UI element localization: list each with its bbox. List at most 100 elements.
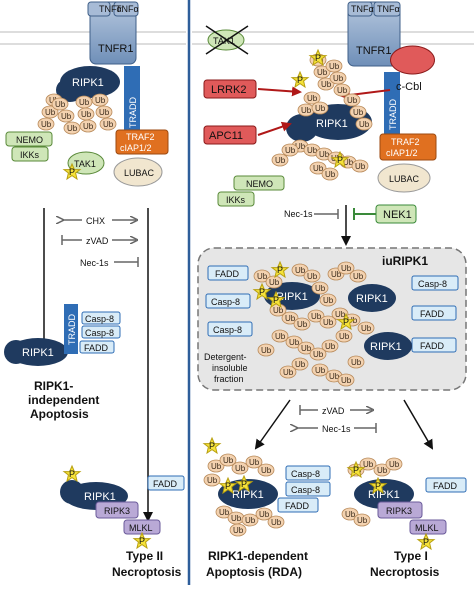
svg-text:Ub: Ub <box>295 266 306 275</box>
svg-text:Ub: Ub <box>271 518 282 527</box>
nemo-label: NEMO <box>246 179 273 189</box>
zvad-treatment-right: zVAD <box>299 405 372 416</box>
svg-text:Ub: Ub <box>231 514 242 523</box>
svg-text:P: P <box>69 167 75 177</box>
svg-text:P: P <box>423 537 429 547</box>
svg-text:Ub: Ub <box>211 462 222 471</box>
ubiquitin-bead: Ub <box>77 107 95 121</box>
ubiquitin-bead: Ub <box>37 117 55 131</box>
ubiquitin-bead: Ub <box>257 463 275 477</box>
chx-label: CHX <box>86 216 105 226</box>
ubiquitin-bead: Ub <box>99 117 117 131</box>
casp8-label: Casp-8 <box>85 314 114 324</box>
svg-text:Ub: Ub <box>79 98 90 107</box>
traf2-label: TRAF2 <box>126 132 155 142</box>
ubiquitin-bead: Ub <box>219 453 237 467</box>
ubiquitin-bead: Ub <box>319 315 337 329</box>
casp8-label: Casp-8 <box>211 297 240 307</box>
outcome-rda-1: RIPK1-dependent <box>208 549 308 563</box>
svg-text:Ub: Ub <box>351 358 362 367</box>
svg-text:P: P <box>69 469 75 479</box>
lubac-blob-right <box>377 163 431 193</box>
svg-text:Ub: Ub <box>219 508 230 517</box>
ubiquitin-bead: Ub <box>245 455 263 469</box>
svg-text:Ub: Ub <box>319 150 330 159</box>
ubiquitin-bead: Ub <box>271 153 289 167</box>
svg-text:Ub: Ub <box>275 156 286 165</box>
ubiquitin-bead: Ub <box>319 293 337 307</box>
svg-text:P: P <box>315 53 321 63</box>
ubiquitin-bead: Ub <box>229 523 247 537</box>
arrow-to-rda <box>254 399 291 450</box>
ccbl-blob <box>390 45 435 75</box>
svg-text:Ub: Ub <box>301 106 312 115</box>
ubiquitin-bead: Ub <box>227 511 245 525</box>
svg-text:P: P <box>273 295 279 305</box>
svg-text:Ub: Ub <box>325 342 336 351</box>
svg-text:Ub: Ub <box>347 96 358 105</box>
ubiquitin-bead: Ub <box>311 101 329 115</box>
casp8-label: Casp-8 <box>85 328 114 338</box>
phospho-star: P <box>308 48 328 67</box>
ubiquitin-bead: Ub <box>293 317 311 331</box>
svg-text:Ub: Ub <box>245 516 256 525</box>
svg-text:Ub: Ub <box>315 366 326 375</box>
apc11-box <box>203 125 257 145</box>
ciap-label: cIAP1/2 <box>386 148 418 158</box>
svg-text:Ub: Ub <box>331 270 342 279</box>
svg-text:P: P <box>297 75 303 85</box>
svg-text:Ub: Ub <box>285 146 296 155</box>
outcome-left-necroptosis-1: Type II <box>126 549 163 563</box>
necroptosis-complex-left: RIPK1 FADD RIPK3 MLKL P P <box>60 464 185 550</box>
svg-text:Ub: Ub <box>207 476 218 485</box>
ubiquitin-bead: Ub <box>257 343 275 357</box>
tnf-alpha-label: TNFα <box>377 4 400 14</box>
casp8-label: Casp-8 <box>213 325 242 335</box>
casp8-label: Casp-8 <box>418 279 447 289</box>
svg-text:P: P <box>343 317 349 327</box>
outcome-left-apoptosis-2: independent <box>28 393 99 407</box>
ubiquitin-bead: Ub <box>373 463 391 477</box>
ubiquitin-bead: Ub <box>351 159 369 173</box>
tnfr1-receptor-left: TNFα TNFα TNFR1 <box>87 1 139 65</box>
svg-text:Ub: Ub <box>261 346 272 355</box>
ubiquitin-bead: Ub <box>311 363 329 377</box>
svg-text:Ub: Ub <box>307 272 318 281</box>
nec1s-treatment-left: Nec-1s <box>80 257 139 268</box>
casp8-label: Casp-8 <box>291 485 320 495</box>
svg-text:Ub: Ub <box>337 86 348 95</box>
svg-text:Ub: Ub <box>295 360 306 369</box>
phospho-star: P <box>202 436 222 455</box>
ripk3-label: RIPK3 <box>386 506 412 516</box>
svg-text:Ub: Ub <box>325 170 336 179</box>
ubiquitin-bead: Ub <box>309 347 327 361</box>
tnf-alpha-label: TNFα <box>116 4 139 14</box>
nemo-box-right <box>233 175 285 191</box>
ubiquitin-bead: Ub <box>279 365 297 379</box>
nek1-inhibition: NEK1 <box>353 204 417 224</box>
ubiquitin-bead: Ub <box>311 281 329 295</box>
ubiquitin-bead: Ub <box>321 339 339 353</box>
ubiquitin-bead: Ub <box>357 321 375 335</box>
ubiquitin-bead: Ub <box>335 329 353 343</box>
svg-text:Ub: Ub <box>261 466 272 475</box>
ubiquitin-bead: Ub <box>303 269 321 283</box>
tradd-label: TRADD <box>388 99 398 130</box>
ubiquitin-bead: Ub <box>313 65 331 79</box>
outcome-left-necroptosis-2: Necroptosis <box>112 565 182 579</box>
fadd-label: FADD <box>215 269 240 279</box>
svg-text:Ub: Ub <box>341 264 352 273</box>
svg-text:Ub: Ub <box>55 100 66 109</box>
svg-text:P: P <box>241 479 247 489</box>
traf2-ciap-box-left <box>115 129 169 155</box>
tnfr1-label: TNFR1 <box>356 45 391 57</box>
svg-text:Ub: Ub <box>341 376 352 385</box>
svg-text:Ub: Ub <box>223 456 234 465</box>
svg-text:Ub: Ub <box>361 324 372 333</box>
ikks-label: IKKs <box>20 150 40 160</box>
ubiquitin-bead: Ub <box>215 505 233 519</box>
fadd-label: FADD <box>153 479 178 489</box>
tnf-alpha-label: TNFα <box>351 4 374 14</box>
apc11-arrow <box>257 121 292 136</box>
